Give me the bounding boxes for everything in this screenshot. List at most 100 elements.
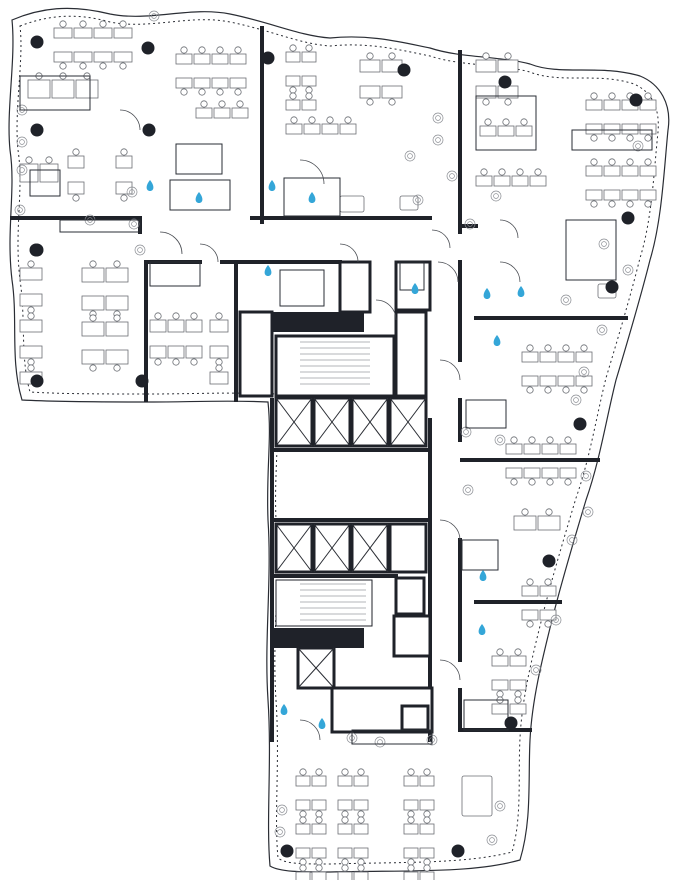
desk-icon [475,59,497,73]
desk-icon [509,655,527,667]
desk-icon [185,345,203,359]
room-outline [175,143,223,175]
desk-icon [403,823,419,835]
chair-icon [482,98,490,106]
chair-icon [216,88,224,96]
chair-icon [423,816,431,824]
desk-icon [639,99,657,111]
chair-icon [498,168,506,176]
stair-icon [300,341,370,385]
chair-icon [120,148,128,156]
plant-icon [632,140,644,152]
plant-icon [596,324,608,336]
chair-icon [59,20,67,28]
desk-icon [541,467,559,479]
desk-icon [105,295,129,311]
chair-icon [234,88,242,96]
desk-icon [105,267,129,283]
desk-icon [67,181,85,195]
desk-icon [295,847,311,859]
desk-icon [311,871,327,880]
desk-icon [295,799,311,811]
room-outline [571,129,653,151]
plant-icon [462,484,474,496]
plant-icon [494,800,506,812]
desk-icon [559,443,577,455]
plant-icon [446,170,458,182]
desk-icon [115,181,133,195]
desk-icon [639,123,657,135]
desk-icon [209,319,229,333]
stair-icon [300,583,366,621]
chair-icon [198,88,206,96]
desk-icon [511,175,529,187]
room-outline [19,75,91,111]
desk-icon [149,319,167,333]
facade [8,7,670,873]
desk-icon [585,99,603,111]
chair-icon [120,194,128,202]
chair-icon [25,156,33,164]
desk-icon [19,163,39,183]
column-icon [30,374,44,388]
chair-icon [305,86,313,94]
chair-icon [45,156,53,164]
chair-icon [172,312,180,320]
column-icon [30,123,44,137]
chair-icon [315,768,323,776]
chair-icon [27,364,35,372]
chair-icon [72,194,80,202]
column-icon [542,554,556,568]
desk-icon [295,823,311,835]
water-drop-icon [517,286,525,297]
desk-icon [475,175,493,187]
chair-icon [504,52,512,60]
chair-icon [520,118,528,126]
column-icon [629,93,643,107]
desk-icon [497,125,515,137]
chair-icon [89,260,97,268]
desk-icon [105,321,129,337]
desk-icon [175,53,193,65]
chair-icon [407,858,415,866]
plant-icon [530,664,542,676]
chair-icon [299,768,307,776]
chair-icon [407,816,415,824]
desk-icon [81,267,105,283]
desk-icon [175,77,193,89]
plant-icon [494,434,506,446]
desk-icon [301,51,317,63]
chair-icon [357,864,365,872]
chair-icon [580,386,588,394]
desk-icon [93,51,113,63]
chair-icon [516,168,524,176]
plant-icon [582,506,594,518]
elevator-bank-lower [270,518,432,578]
chair-icon [590,200,598,208]
desk-icon [209,371,229,385]
desk-icon [491,679,509,691]
desk-icon [115,155,133,169]
desk-icon [19,267,43,281]
desk-icon [229,77,247,89]
desk-icon [359,85,381,99]
chair-icon [545,508,553,516]
chair-icon [344,116,352,124]
desk-icon [603,123,621,135]
chair-icon [154,312,162,320]
chair-icon [590,158,598,166]
desk-icon [311,847,327,859]
chair-icon [564,478,572,486]
desk-icon [557,375,575,387]
desk-icon [537,515,561,531]
chair-icon [299,816,307,824]
desk-icon [575,351,593,363]
chair-icon [113,364,121,372]
meeting-table [461,775,493,817]
column-icon [141,41,155,55]
desk-icon [509,679,527,691]
column-icon [261,51,275,65]
plant-icon [412,194,424,206]
chair-icon [423,768,431,776]
